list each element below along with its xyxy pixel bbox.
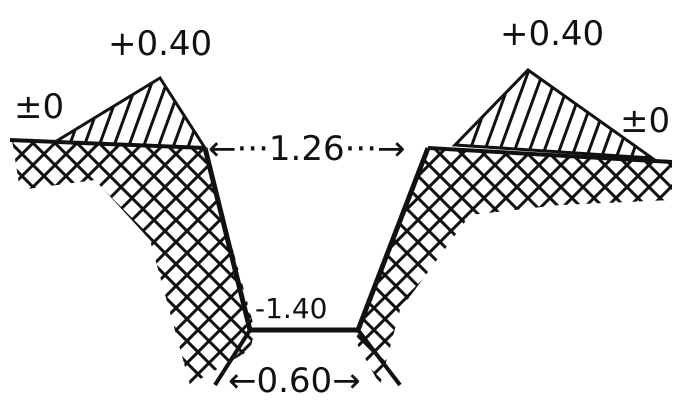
label-left-ground-elevation: ±0 (14, 87, 64, 127)
left-spoil-mound (49, 75, 208, 150)
label-bottom-width: ←0.60→ (228, 361, 361, 401)
label-right-mound-elevation: +0.40 (500, 14, 604, 54)
left-soil-hatch (12, 140, 255, 385)
right-ground-line (427, 146, 673, 164)
right-lower-wall-stroke (356, 328, 402, 387)
right-soil-hatch (355, 148, 672, 385)
label-right-ground-elevation: ±0 (620, 101, 670, 141)
label-bottom-depth: -1.40 (255, 292, 327, 325)
left-lower-wall-stroke (213, 328, 252, 387)
left-ground-line (9, 138, 206, 150)
label-top-width: ←···1.26···→ (208, 129, 406, 169)
right-spoil-mound (451, 68, 658, 160)
label-left-mound-elevation: +0.40 (108, 24, 212, 64)
